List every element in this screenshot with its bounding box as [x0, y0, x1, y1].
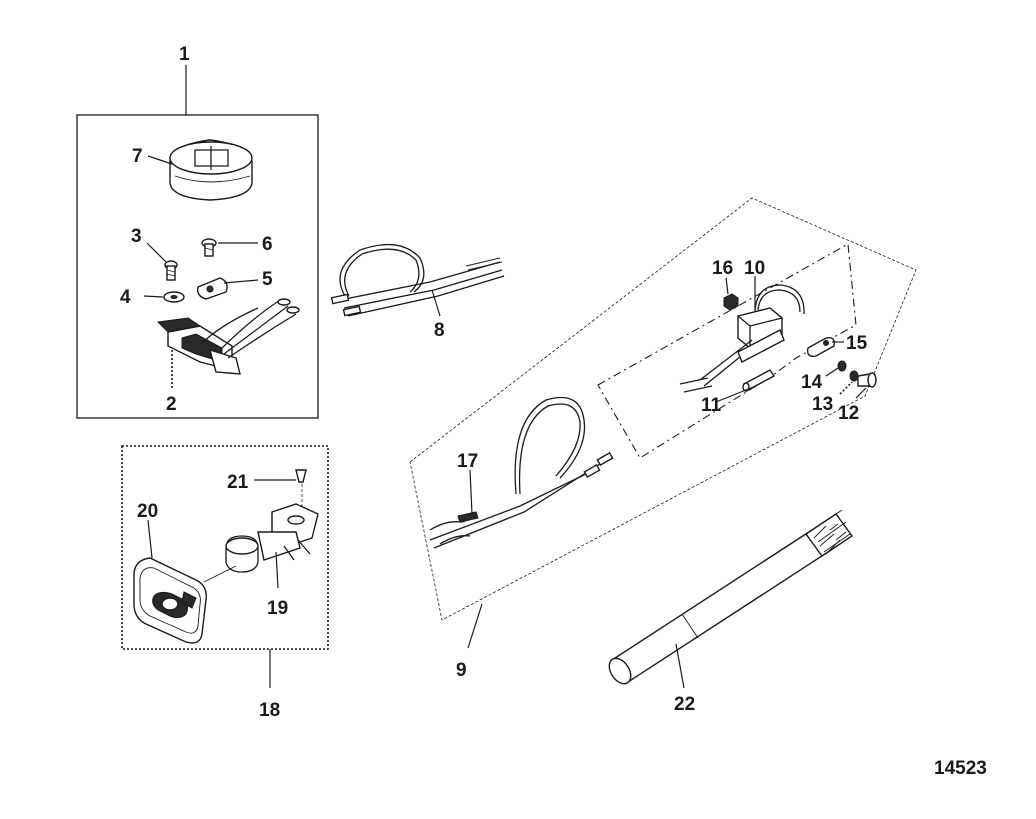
- callout-19: 19: [267, 598, 288, 619]
- kit-9-frame: [409, 197, 917, 621]
- part-14-washer: [837, 360, 847, 372]
- part-20-plate: [133, 557, 207, 644]
- part-13-lockwasher: [849, 370, 859, 382]
- part-6-screw: [201, 238, 217, 257]
- kit-18-frame: [121, 445, 329, 650]
- callout-10: 10: [744, 258, 765, 279]
- part-16-nut: [723, 293, 739, 311]
- callout-14: 14: [801, 372, 823, 393]
- callout-18: 18: [259, 700, 280, 721]
- part-3-screw: [164, 260, 178, 281]
- callout-15: 15: [846, 333, 868, 354]
- part-19-bracket: [225, 503, 319, 573]
- part-10-fuse-block: [679, 284, 805, 393]
- part-2-switch-assembly: [156, 298, 300, 375]
- callout-2: 2: [166, 394, 177, 415]
- callout-20: 20: [137, 501, 158, 522]
- part-12-screw: [857, 372, 877, 388]
- part-17-harness: [429, 396, 614, 549]
- kit-1-frame: [76, 114, 319, 419]
- callout-13: 13: [812, 394, 833, 415]
- kit-11-frame: [597, 243, 857, 459]
- callout-9: 9: [456, 660, 467, 681]
- part-15-terminal: [806, 336, 836, 358]
- callout-7: 7: [132, 146, 143, 167]
- callout-17: 17: [457, 451, 478, 472]
- callout-5: 5: [262, 269, 273, 290]
- diagram-id: 14523: [934, 758, 987, 779]
- callout-21: 21: [227, 472, 249, 493]
- part-22-sleeve: [608, 509, 853, 685]
- callout-22: 22: [674, 694, 695, 715]
- callout-8: 8: [434, 320, 445, 341]
- callout-16: 16: [712, 258, 733, 279]
- part-8-wire-harness: [330, 244, 505, 317]
- part-4-washer: [163, 291, 185, 303]
- callout-12: 12: [838, 403, 859, 424]
- part-7-cover: [169, 139, 253, 201]
- callout-3: 3: [131, 226, 142, 247]
- callout-4: 4: [120, 287, 131, 308]
- callout-6: 6: [262, 234, 273, 255]
- part-5-clamp: [196, 277, 228, 300]
- part-21-screw: [295, 469, 307, 510]
- part-11-fuse: [742, 369, 776, 392]
- callout-1: 1: [179, 44, 190, 65]
- callout-11: 11: [701, 395, 722, 416]
